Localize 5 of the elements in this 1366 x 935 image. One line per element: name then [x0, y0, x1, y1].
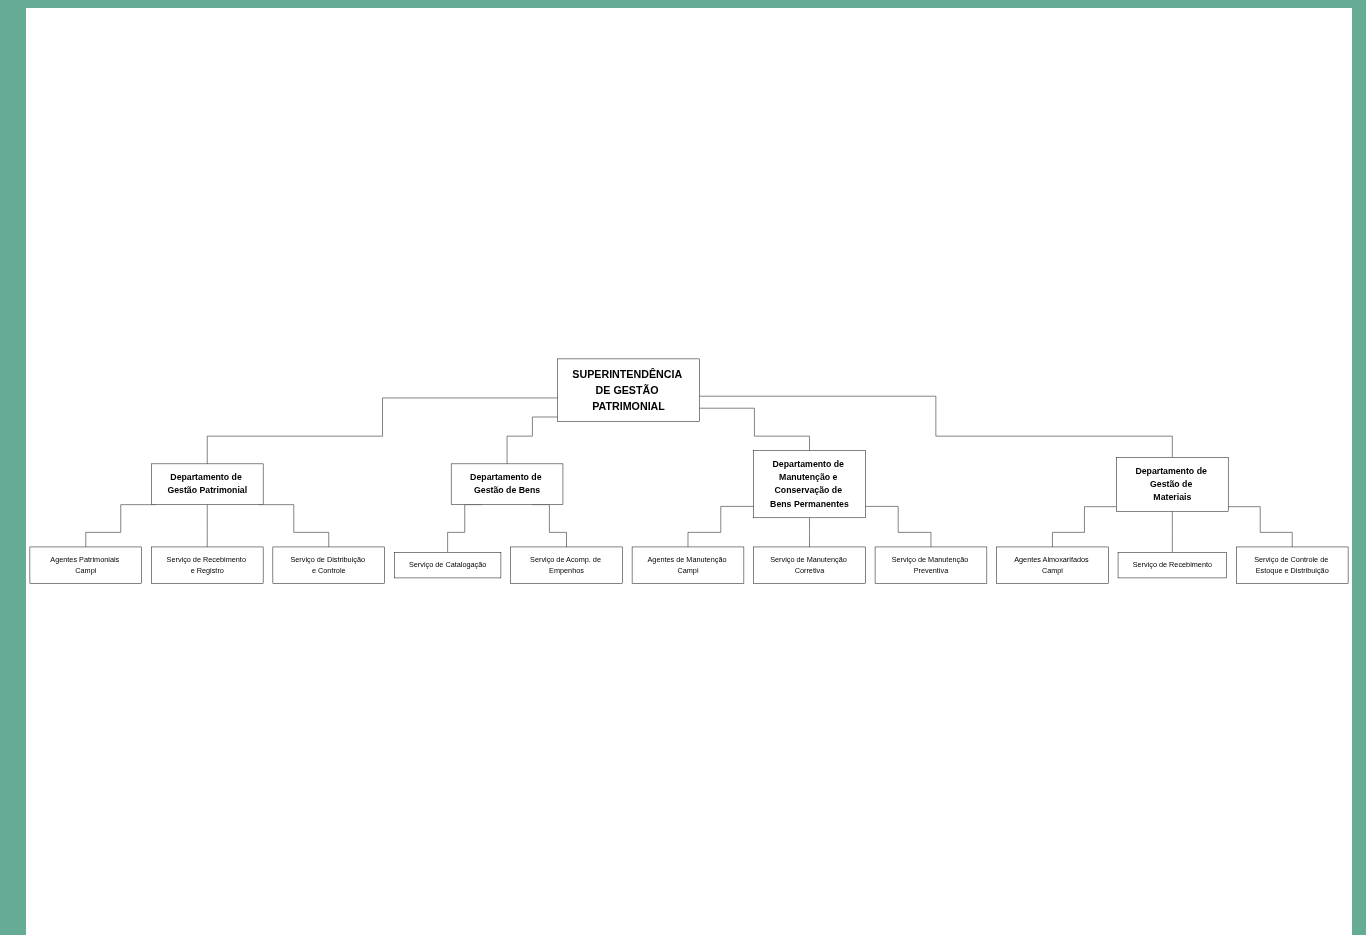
node-box: Departamento de Gestão de Materiais: [1116, 457, 1229, 512]
node-box: Departamento de Gestão de Bens: [450, 463, 564, 506]
node-box: SUPERINTENDÊNCIA DE GESTÃO PATRIMONIAL: [557, 359, 700, 423]
node-box: Departamento de Gestão Patrimonial: [151, 463, 264, 506]
node-box: Departamento de Manutenção e Conservação de Bens Permanentes: [753, 450, 866, 519]
